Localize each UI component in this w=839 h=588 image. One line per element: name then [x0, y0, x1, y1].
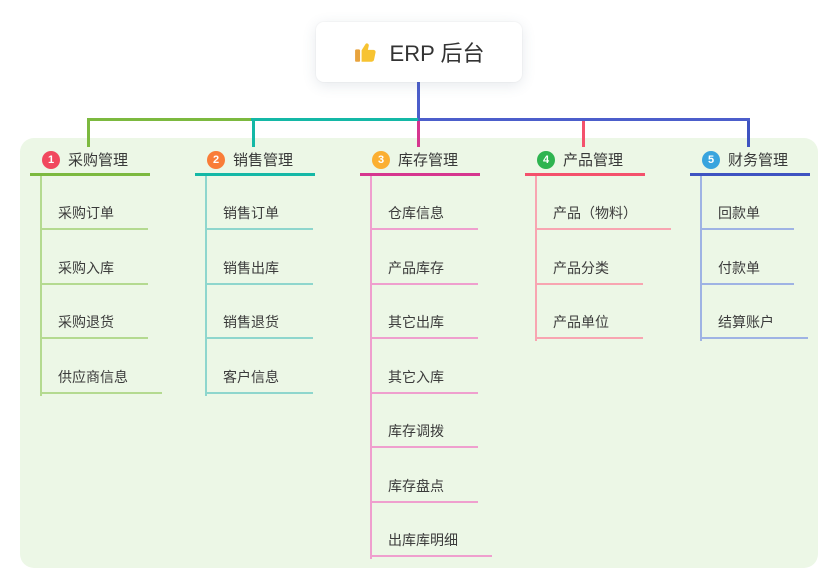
child-node[interactable]: 供应商信息 — [40, 364, 162, 394]
child-node[interactable]: 产品库存 — [370, 255, 478, 285]
child-node[interactable]: 采购退货 — [40, 309, 148, 339]
branch-label: 采购管理 — [68, 152, 129, 169]
branch-label: 销售管理 — [233, 152, 294, 169]
child-node[interactable]: 采购入库 — [40, 255, 148, 285]
drop-line-branch-2 — [252, 118, 255, 147]
trunk-line-branch-4 — [535, 176, 537, 341]
drop-line-branch-5 — [747, 118, 750, 147]
trunk-line-branch-1 — [40, 176, 42, 396]
root-node[interactable]: ERP 后台 — [316, 22, 522, 82]
child-node[interactable]: 回款单 — [700, 200, 794, 230]
trunk-line-branch-3 — [370, 176, 372, 559]
child-node[interactable]: 出库库明细 — [370, 527, 492, 557]
branch-node-5[interactable]: 5 财务管理 — [690, 146, 810, 176]
child-node[interactable]: 结算账户 — [700, 309, 808, 339]
child-node[interactable]: 销售出库 — [205, 255, 313, 285]
branches-panel — [20, 138, 818, 568]
child-node[interactable]: 仓库信息 — [370, 200, 478, 230]
branch-badge-3: 3 — [372, 150, 390, 169]
branch-badge-1: 1 — [42, 150, 60, 169]
trunk-line-branch-2 — [205, 176, 207, 396]
root-label: ERP 后台 — [389, 41, 485, 66]
trunk-line-branch-5 — [700, 176, 702, 341]
child-node[interactable]: 付款单 — [700, 255, 794, 285]
bus-segment-blue — [418, 118, 750, 121]
child-node[interactable]: 其它入库 — [370, 364, 478, 394]
drop-line-branch-4 — [582, 118, 585, 147]
branch-label: 产品管理 — [563, 152, 624, 169]
child-node[interactable]: 库存调拨 — [370, 418, 478, 448]
bus-segment-green — [87, 118, 254, 121]
child-node[interactable]: 库存盘点 — [370, 473, 478, 503]
branch-badge-2: 2 — [207, 150, 225, 169]
child-node[interactable]: 采购订单 — [40, 200, 148, 230]
drop-line-branch-1 — [87, 118, 90, 147]
child-node[interactable]: 产品（物料） — [535, 200, 671, 230]
child-node[interactable]: 产品分类 — [535, 255, 643, 285]
child-node[interactable]: 产品单位 — [535, 309, 643, 339]
branch-badge-5: 5 — [702, 150, 720, 169]
child-node[interactable]: 销售订单 — [205, 200, 313, 230]
branch-node-2[interactable]: 2 销售管理 — [195, 146, 315, 176]
child-node[interactable]: 客户信息 — [205, 364, 313, 394]
root-stem-line — [417, 82, 420, 118]
branch-label: 库存管理 — [398, 152, 459, 169]
branch-label: 财务管理 — [728, 152, 789, 169]
branch-badge-4: 4 — [537, 150, 555, 169]
branch-node-4[interactable]: 4 产品管理 — [525, 146, 645, 176]
bus-segment-teal — [251, 118, 420, 121]
child-node[interactable]: 其它出库 — [370, 309, 478, 339]
drop-line-branch-3 — [417, 118, 420, 147]
branch-node-3[interactable]: 3 库存管理 — [360, 146, 480, 176]
branch-node-1[interactable]: 1 采购管理 — [30, 146, 150, 176]
child-node[interactable]: 销售退货 — [205, 309, 313, 339]
thumbs-up-icon — [354, 39, 380, 65]
